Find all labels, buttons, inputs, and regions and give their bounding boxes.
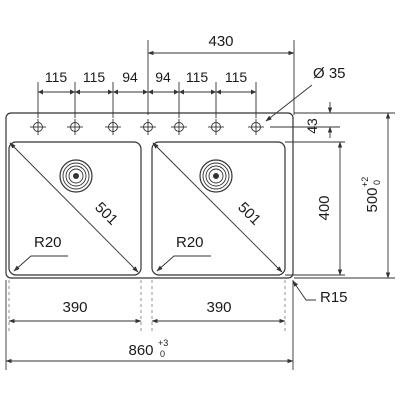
hole-offset-label: 43	[304, 118, 320, 134]
hole-spacing-label: 115	[186, 69, 209, 85]
bowl-left: 501 R20	[8, 141, 142, 276]
bowl-diagonal-label: 501	[234, 199, 264, 229]
drain-strainer-icon	[59, 159, 93, 193]
total-width-tolerance-upper: +3	[158, 338, 168, 348]
tap-hole-icon	[140, 119, 156, 135]
dimension-bowl-widths: 390 390	[8, 280, 286, 332]
bowl-height-label: 400	[316, 195, 333, 220]
outer-radius-callout: R15	[292, 280, 348, 306]
dimension-total-depth: 500 +2 0	[294, 112, 395, 279]
bowl-radius-label: R20	[176, 234, 204, 251]
total-depth-tolerance-lower: 0	[372, 180, 382, 185]
hole-spacing-label: 115	[83, 69, 106, 85]
total-depth-label: 500	[364, 187, 381, 212]
tap-hole-icon	[248, 119, 264, 135]
dimension-hole-spacing: 115 115 94 94 115 115	[37, 69, 257, 118]
tap-hole-icon	[67, 119, 83, 135]
total-width-label: 860	[128, 342, 153, 359]
total-width-tolerance-lower: 0	[160, 349, 165, 359]
dimension-hole-offset: 43	[270, 102, 340, 138]
dimension-top-total: 430	[147, 33, 295, 115]
total-depth-tolerance-upper: +2	[360, 177, 370, 187]
tap-hole-icon	[208, 119, 224, 135]
hole-spacing-label: 115	[45, 69, 68, 85]
dimension-total-width: 860 +3 0	[5, 280, 294, 370]
bowl-width-label: 390	[62, 299, 87, 316]
tap-hole-icon	[171, 119, 187, 135]
hole-diameter-callout: Ø 35	[265, 65, 346, 122]
drain-strainer-icon	[199, 159, 233, 193]
hole-diameter-label: Ø 35	[313, 65, 346, 82]
dimension-top-total-label: 430	[208, 33, 233, 50]
bowl-right: 501 R20	[151, 141, 286, 276]
outer-radius-label: R15	[320, 289, 348, 306]
bowl-radius-label: R20	[34, 234, 62, 251]
bowl-diagonal-label: 501	[91, 199, 121, 229]
tap-hole-icon	[30, 119, 46, 135]
bowl-width-label: 390	[206, 299, 231, 316]
hole-spacing-label: 115	[225, 69, 248, 85]
hole-spacing-label: 94	[155, 69, 171, 85]
dimension-bowl-height: 400	[285, 141, 345, 276]
tap-holes	[30, 119, 264, 135]
sink-outline	[5, 112, 294, 279]
hole-spacing-label: 94	[122, 69, 138, 85]
tap-hole-icon	[105, 119, 121, 135]
